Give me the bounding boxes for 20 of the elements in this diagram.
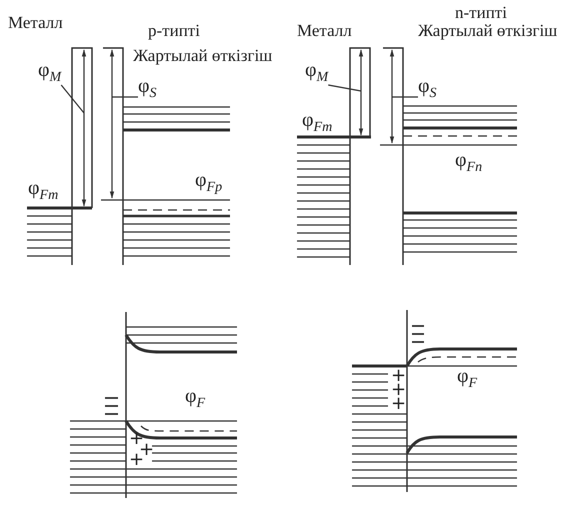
- leader-line: [112, 96, 138, 98]
- symbol-label: φ$_{S}$: [418, 76, 437, 101]
- energy-symbol: φ$_{F}$: [457, 366, 478, 391]
- symbol-label: φ$_{M}$: [305, 60, 328, 85]
- type-label: p-типті: [148, 22, 200, 39]
- material-label: Металл: [8, 14, 63, 31]
- leader-line: [392, 96, 418, 98]
- leader-line: [60, 84, 84, 114]
- energy-symbol: φ$_{Fn}$: [455, 150, 482, 175]
- material-label: Металл: [297, 22, 352, 39]
- material-label: Жартылай өткізгіш: [133, 47, 272, 64]
- energy-symbol: φ$_{Fm}$: [28, 178, 58, 203]
- symbol-label: φ$_{S}$: [138, 76, 157, 101]
- symbol-label: φ$_{M}$: [38, 60, 62, 85]
- energy-symbol: φ$_{Fm}$: [302, 110, 332, 135]
- energy-symbol: φ$_{Fp}$: [195, 170, 222, 195]
- energy-symbol: φ$_{F}$: [185, 386, 206, 411]
- material-label: Жартылай өткізгіш: [418, 22, 558, 39]
- type-label: n-типті: [455, 4, 507, 21]
- leader-line: [328, 84, 362, 92]
